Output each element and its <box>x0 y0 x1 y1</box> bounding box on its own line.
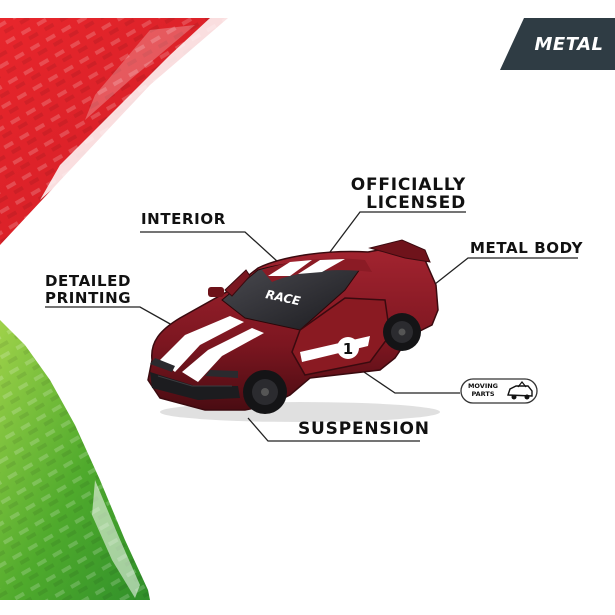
officially-licensed-line <box>329 211 466 253</box>
detailed-printing-line <box>45 306 173 326</box>
moving-parts-line <box>357 367 460 394</box>
metal-badge-label: METAL <box>534 34 604 55</box>
rear-wheel <box>383 313 421 351</box>
door-number: 1 <box>343 340 353 358</box>
callout-suspension: SUSPENSION <box>298 419 430 439</box>
callout-interior: INTERIOR <box>141 210 226 228</box>
green-brush-stripe <box>0 320 150 600</box>
red-brush-stripe <box>0 18 238 245</box>
moving-parts-label: MOVING PARTS <box>466 382 500 398</box>
moving-parts-line2: PARTS <box>471 390 495 398</box>
metal-body-line <box>429 257 578 289</box>
metal-badge <box>500 18 615 70</box>
callout-detailed-printing-line2: PRINTING <box>45 289 132 307</box>
suspension-line <box>247 417 420 442</box>
front-wheel <box>243 370 287 414</box>
callout-metal-body: METAL BODY <box>470 239 584 257</box>
callout-officially-licensed-line1: OFFICIALLY <box>350 175 466 195</box>
callout-officially-licensed-line2: LICENSED <box>366 193 466 213</box>
hood-stripe-left <box>160 316 244 372</box>
hood-stripe-right <box>182 328 264 382</box>
moving-parts-badge <box>460 378 538 404</box>
interior-line <box>140 231 279 263</box>
open-door-car-icon <box>507 381 533 400</box>
callout-detailed-printing-line1: DETAILED <box>45 272 132 290</box>
moving-parts-line1: MOVING <box>467 382 499 390</box>
